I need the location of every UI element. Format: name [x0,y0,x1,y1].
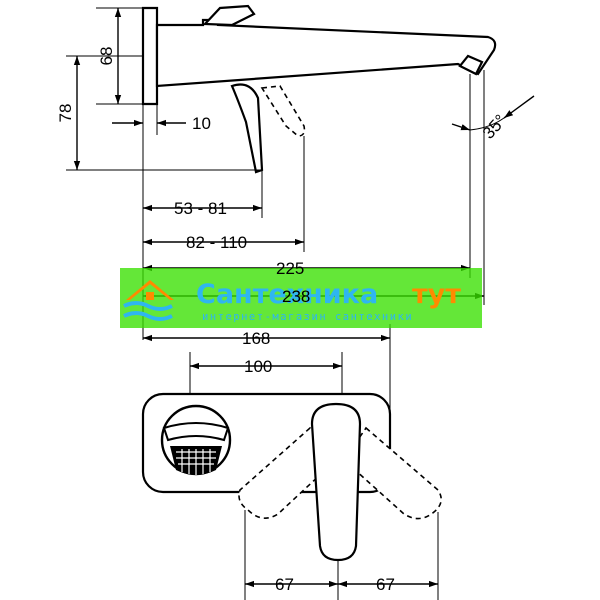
house-logo-icon [123,280,174,321]
watermark-title: Сантехника [196,279,378,310]
lever-front [230,83,264,174]
dim-67-right-label: 67 [376,575,395,594]
dim-53-81-label: 53 - 81 [174,199,227,218]
aerator-tip [458,54,484,76]
watermark-band [120,268,482,328]
lever-rotated-outline [260,85,306,137]
dim-238-label: 238 [282,287,310,306]
dim-225-label: 225 [276,259,304,278]
dim-168-label: 168 [242,329,270,348]
side-view [66,4,535,410]
watermark-accent: тут [412,279,461,310]
dim-67-left-label: 67 [275,575,294,594]
lever-rotated-left [238,426,338,519]
lever-top [202,4,256,27]
watermark: Сантехника тут интернет-магазин сантехни… [120,268,482,328]
diverter-knob-icon [160,404,232,476]
dim-100-label: 100 [244,357,272,376]
dim-78-label: 78 [56,104,75,123]
dim-68-label: 68 [97,47,116,66]
lever-front-view [310,402,362,562]
front-view [141,352,442,600]
dim-82-110-label: 82 - 110 [186,233,247,252]
dim-10-label: 10 [192,114,211,133]
lever-rotated-right [342,426,442,520]
watermark-subtitle: интернет-магазин сантехники [202,311,413,323]
wall-plate [141,6,159,106]
spout-body [155,18,497,88]
